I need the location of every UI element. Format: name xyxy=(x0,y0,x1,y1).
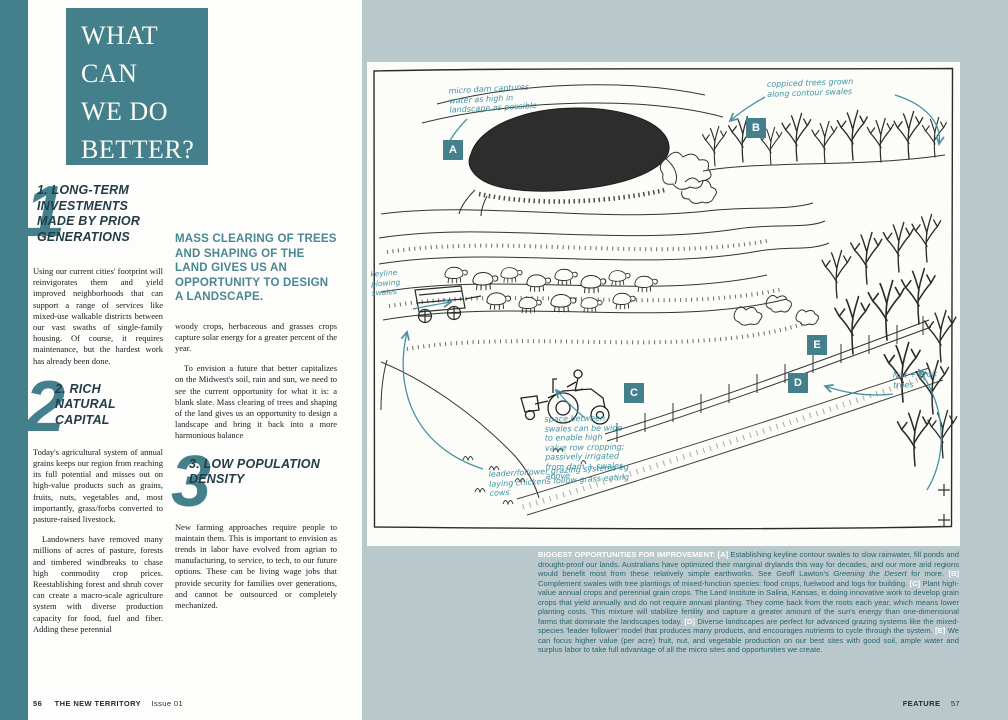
caption-text: Diverse landscapes are perfect for advan… xyxy=(538,616,960,636)
marker-a: A xyxy=(443,140,463,160)
middle-column-body-2: To envision a future that better capital… xyxy=(175,363,337,441)
section-3-numeral: 3 xyxy=(171,441,212,522)
caption-lead: BIGGEST OPPORTUNITIES FOR IMPROVEMENT: xyxy=(538,550,718,559)
issue-label: Issue 01 xyxy=(151,699,184,708)
marker-e: E xyxy=(807,335,827,355)
annotation-keyline: keyline plowing swales xyxy=(370,267,401,298)
contour-lines xyxy=(378,84,830,499)
marker-b: B xyxy=(746,118,766,138)
landscape-sketch xyxy=(373,67,958,530)
section-2-heading: 2 2. RICH NATURAL CAPITAL xyxy=(25,371,163,443)
marker-c: C xyxy=(624,383,644,403)
annotation-arrows xyxy=(403,94,941,491)
marker-d: D xyxy=(788,373,808,393)
right-page-footer: FEATURE 57 xyxy=(842,699,960,708)
sketch-frame xyxy=(373,67,954,530)
magazine-name: THE NEW TERRITORY xyxy=(54,699,142,708)
title-line: WE DO xyxy=(81,97,168,126)
feature-label: FEATURE xyxy=(902,699,941,708)
caption-marker-d: [D] xyxy=(684,616,698,626)
farm-road xyxy=(516,367,944,516)
caption-marker-a: [A] xyxy=(717,550,731,559)
middle-column: MASS CLEARING OF TREES AND SHAPING OF TH… xyxy=(171,232,337,620)
section-2-body-2: Landowners have removed many millions of… xyxy=(33,534,163,634)
caption-book-title: Greening the Desert xyxy=(833,569,907,578)
scrub-patches xyxy=(659,151,717,204)
caption-text: Complement swales with tree plantings of… xyxy=(538,578,910,588)
caption-marker-c: [C] xyxy=(909,578,923,588)
caption-text: We can focus higher value (per acre) fru… xyxy=(538,626,959,654)
pond-dam xyxy=(458,107,678,217)
section-2-title: 2. RICH NATURAL CAPITAL xyxy=(55,381,116,427)
caption-text: Establishing keyline contour swales to s… xyxy=(538,550,959,578)
plus-marks xyxy=(938,484,950,526)
bushes xyxy=(733,294,820,326)
title-line: WHAT xyxy=(81,21,159,50)
left-column: 1 1. LONG-TERM INVESTMENTS MADE BY PRIOR… xyxy=(25,176,163,644)
section-2-numeral: 2 xyxy=(25,366,66,447)
annotation-micro-dam: micro dam captures water as high in land… xyxy=(448,82,538,115)
fence-line xyxy=(604,316,932,442)
section-1-numeral: 1 xyxy=(25,172,66,252)
section-2-body-1: Today's agricultural system of annual gr… xyxy=(33,446,163,525)
left-page-number: 56 xyxy=(33,699,43,708)
article-title-box: WHAT CAN WE DO BETTER? xyxy=(66,8,208,165)
trees-right-cluster xyxy=(821,213,958,467)
caption-marker-e: [E] xyxy=(935,626,948,635)
title-line: BETTER? xyxy=(81,135,195,164)
middle-column-body-1: woody crops, herbaceous and grasses crop… xyxy=(175,320,337,353)
spine-bar xyxy=(0,0,28,720)
annotation-coppiced-trees: coppiced trees grown along contour swale… xyxy=(766,76,854,99)
section-3-heading: 3 3. LOW POPULATION DENSITY xyxy=(171,446,337,518)
section-3-title: 3. LOW POPULATION DENSITY xyxy=(189,456,320,487)
trees-top-row xyxy=(701,109,947,172)
section-1-body: Using our current cities' footprint will… xyxy=(33,266,163,366)
section-1-title: 1. LONG-TERM INVESTMENTS MADE BY PRIOR G… xyxy=(37,183,141,244)
section-3-body: New farming approaches require people to… xyxy=(175,521,337,610)
cow-herd xyxy=(444,266,658,314)
sketch-panel: A B C D E micro dam captures water as hi… xyxy=(367,62,960,546)
seeder-wagon xyxy=(414,285,482,324)
caption-marker-b: [B] xyxy=(948,569,959,578)
grass-tufts xyxy=(462,448,587,506)
caption-text: Plant high-value annual crops and perenn… xyxy=(538,578,959,626)
figure-caption: BIGGEST OPPORTUNITIES FOR IMPROVEMENT: [… xyxy=(538,550,959,655)
caption-text: for more. xyxy=(906,569,949,578)
pull-quote: MASS CLEARING OF TREES AND SHAPING OF TH… xyxy=(175,233,337,303)
right-page-number: 57 xyxy=(950,699,960,708)
left-page-footer: 56 THE NEW TERRITORY Issue 01 xyxy=(33,699,183,708)
title-line: CAN xyxy=(81,59,138,88)
section-1-heading: 1 1. LONG-TERM INVESTMENTS MADE BY PRIOR… xyxy=(25,176,163,257)
annotation-nut-fruit-trees: Nut + Fruit trees xyxy=(892,369,938,390)
right-page: A B C D E micro dam captures water as hi… xyxy=(362,0,1008,720)
